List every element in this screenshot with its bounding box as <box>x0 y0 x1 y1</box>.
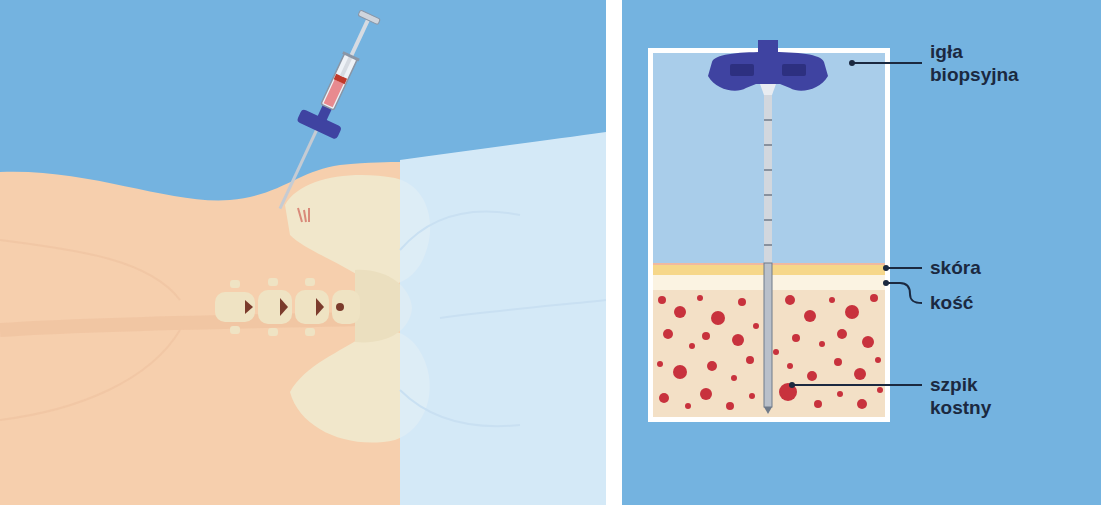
drape <box>400 132 606 505</box>
drape-fold <box>400 211 606 426</box>
bone-label: kość <box>930 291 1070 314</box>
needle-label: igła biopsyjna <box>930 40 1040 86</box>
syringe <box>260 5 390 218</box>
puncture-mark <box>298 208 309 222</box>
biopsy-needle <box>708 40 828 414</box>
inset-frame <box>648 48 890 422</box>
leader-lines <box>789 60 922 388</box>
right-panel <box>622 0 1101 505</box>
body-contour <box>0 240 180 300</box>
skin-label: skóra <box>930 256 1070 279</box>
spine <box>215 278 360 336</box>
left-panel <box>0 0 606 505</box>
marrow-label: szpik kostny <box>930 373 1040 419</box>
body-contour <box>0 330 180 420</box>
